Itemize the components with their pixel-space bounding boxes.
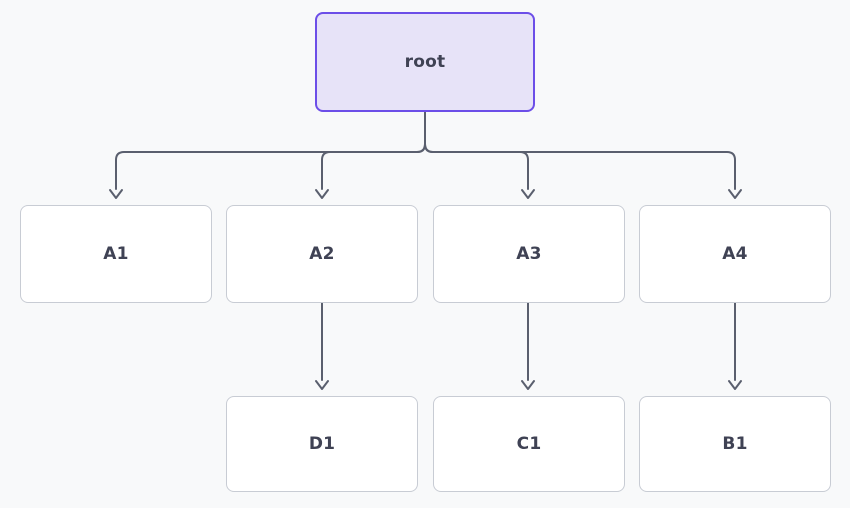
node-a3[interactable]: A3	[433, 205, 625, 303]
node-a1[interactable]: A1	[20, 205, 212, 303]
node-b1[interactable]: B1	[639, 396, 831, 492]
node-root[interactable]: root	[315, 12, 535, 112]
node-a4[interactable]: A4	[639, 205, 831, 303]
node-label-a4: A4	[722, 243, 748, 264]
node-label-d1: D1	[308, 433, 336, 454]
arrowhead-d1-icon	[315, 380, 329, 390]
node-label-b1: B1	[722, 433, 748, 454]
edge-root-to-a1	[115, 143, 426, 190]
edge-root-to-a2	[321, 143, 426, 190]
edge-root-to-a3	[424, 143, 529, 190]
node-label-a2: A2	[309, 243, 335, 264]
arrowhead-b1-icon	[728, 380, 742, 390]
node-label-c1: C1	[516, 433, 542, 454]
arrowhead-a1-icon	[109, 189, 123, 199]
arrowhead-a3-icon	[521, 189, 535, 199]
node-label-a3: A3	[516, 243, 542, 264]
node-c1[interactable]: C1	[433, 396, 625, 492]
arrowhead-a4-icon	[728, 189, 742, 199]
node-a2[interactable]: A2	[226, 205, 418, 303]
arrowhead-c1-icon	[521, 380, 535, 390]
node-d1[interactable]: D1	[226, 396, 418, 492]
edge-root-to-a4	[424, 143, 736, 190]
arrowhead-a2-icon	[315, 189, 329, 199]
node-label-a1: A1	[103, 243, 129, 264]
node-label-root: root	[404, 51, 446, 72]
